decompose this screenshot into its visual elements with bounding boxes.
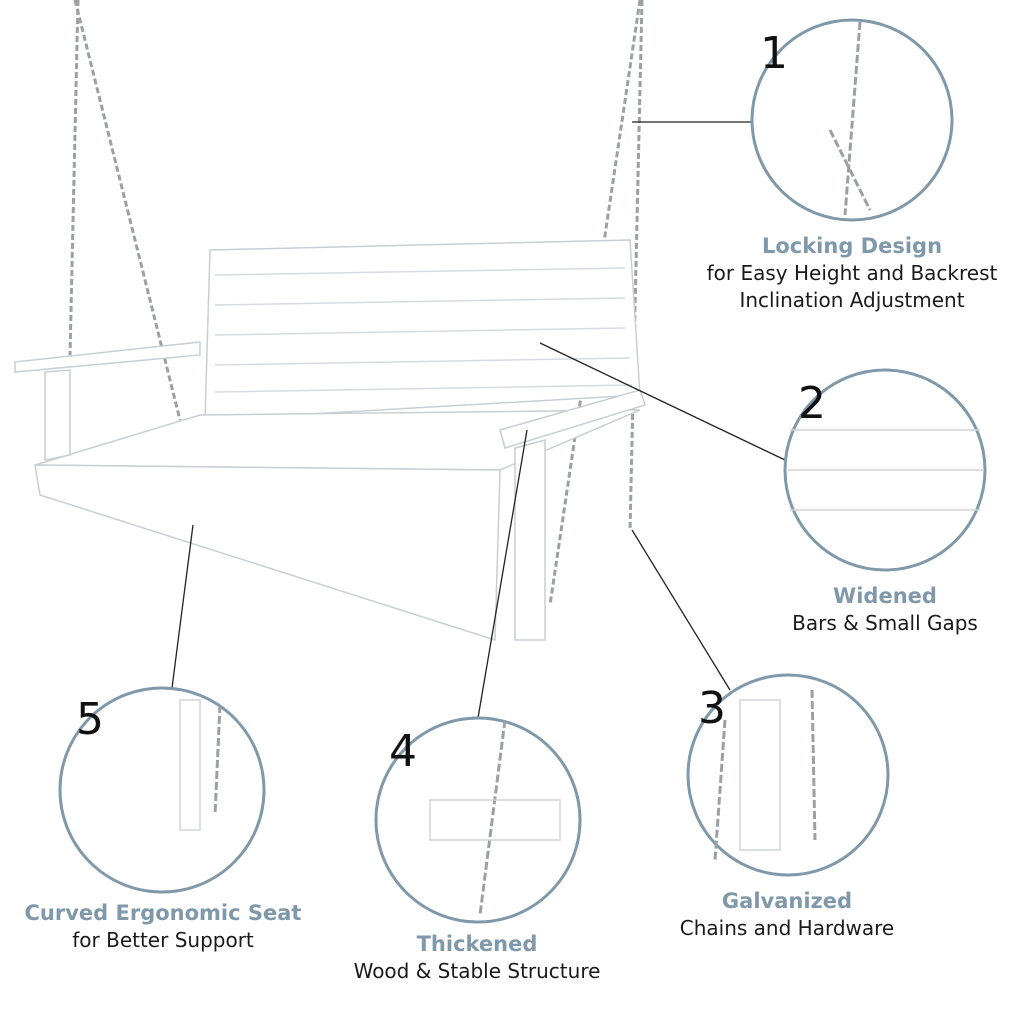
feature-number-2: 2 — [798, 378, 826, 429]
feature-desc: Chains and Hardware — [679, 916, 895, 940]
porch-swing — [14, 239, 646, 642]
feature-number-5: 5 — [76, 694, 104, 745]
feature-label-5: Curved Ergonomic Seat for Better Support — [25, 900, 302, 954]
feature-label-2: Widened Bars & Small Gaps — [792, 583, 978, 637]
feature-label-4: Thickened Wood & Stable Structure — [354, 931, 601, 985]
detail-circle-1 — [750, 18, 954, 222]
feature-desc: for Easy Height and Backrest — [706, 261, 998, 285]
feature-title: Widened — [833, 584, 937, 608]
feature-desc: for Better Support — [72, 928, 254, 952]
feature-title: Curved Ergonomic Seat — [24, 901, 302, 925]
feature-number-4: 4 — [389, 726, 417, 777]
feature-title: Locking Design — [761, 234, 943, 258]
feature-number-1: 1 — [760, 28, 788, 79]
feature-title: Galvanized — [721, 889, 853, 913]
detail-circle-3 — [686, 673, 890, 877]
detail-circle-5 — [58, 686, 266, 894]
feature-desc: Bars & Small Gaps — [792, 611, 978, 635]
feature-label-1: Locking Design for Easy Height and Backr… — [707, 233, 998, 314]
leader-lines — [171, 121, 786, 719]
feature-desc: Wood & Stable Structure — [353, 959, 601, 983]
feature-label-3: Galvanized Chains and Hardware — [680, 888, 894, 942]
detail-circles — [58, 18, 987, 924]
detail-circle-4 — [374, 716, 582, 924]
feature-title: Thickened — [416, 932, 538, 956]
feature-desc: Inclination Adjustment — [739, 288, 965, 312]
feature-number-3: 3 — [698, 683, 726, 734]
